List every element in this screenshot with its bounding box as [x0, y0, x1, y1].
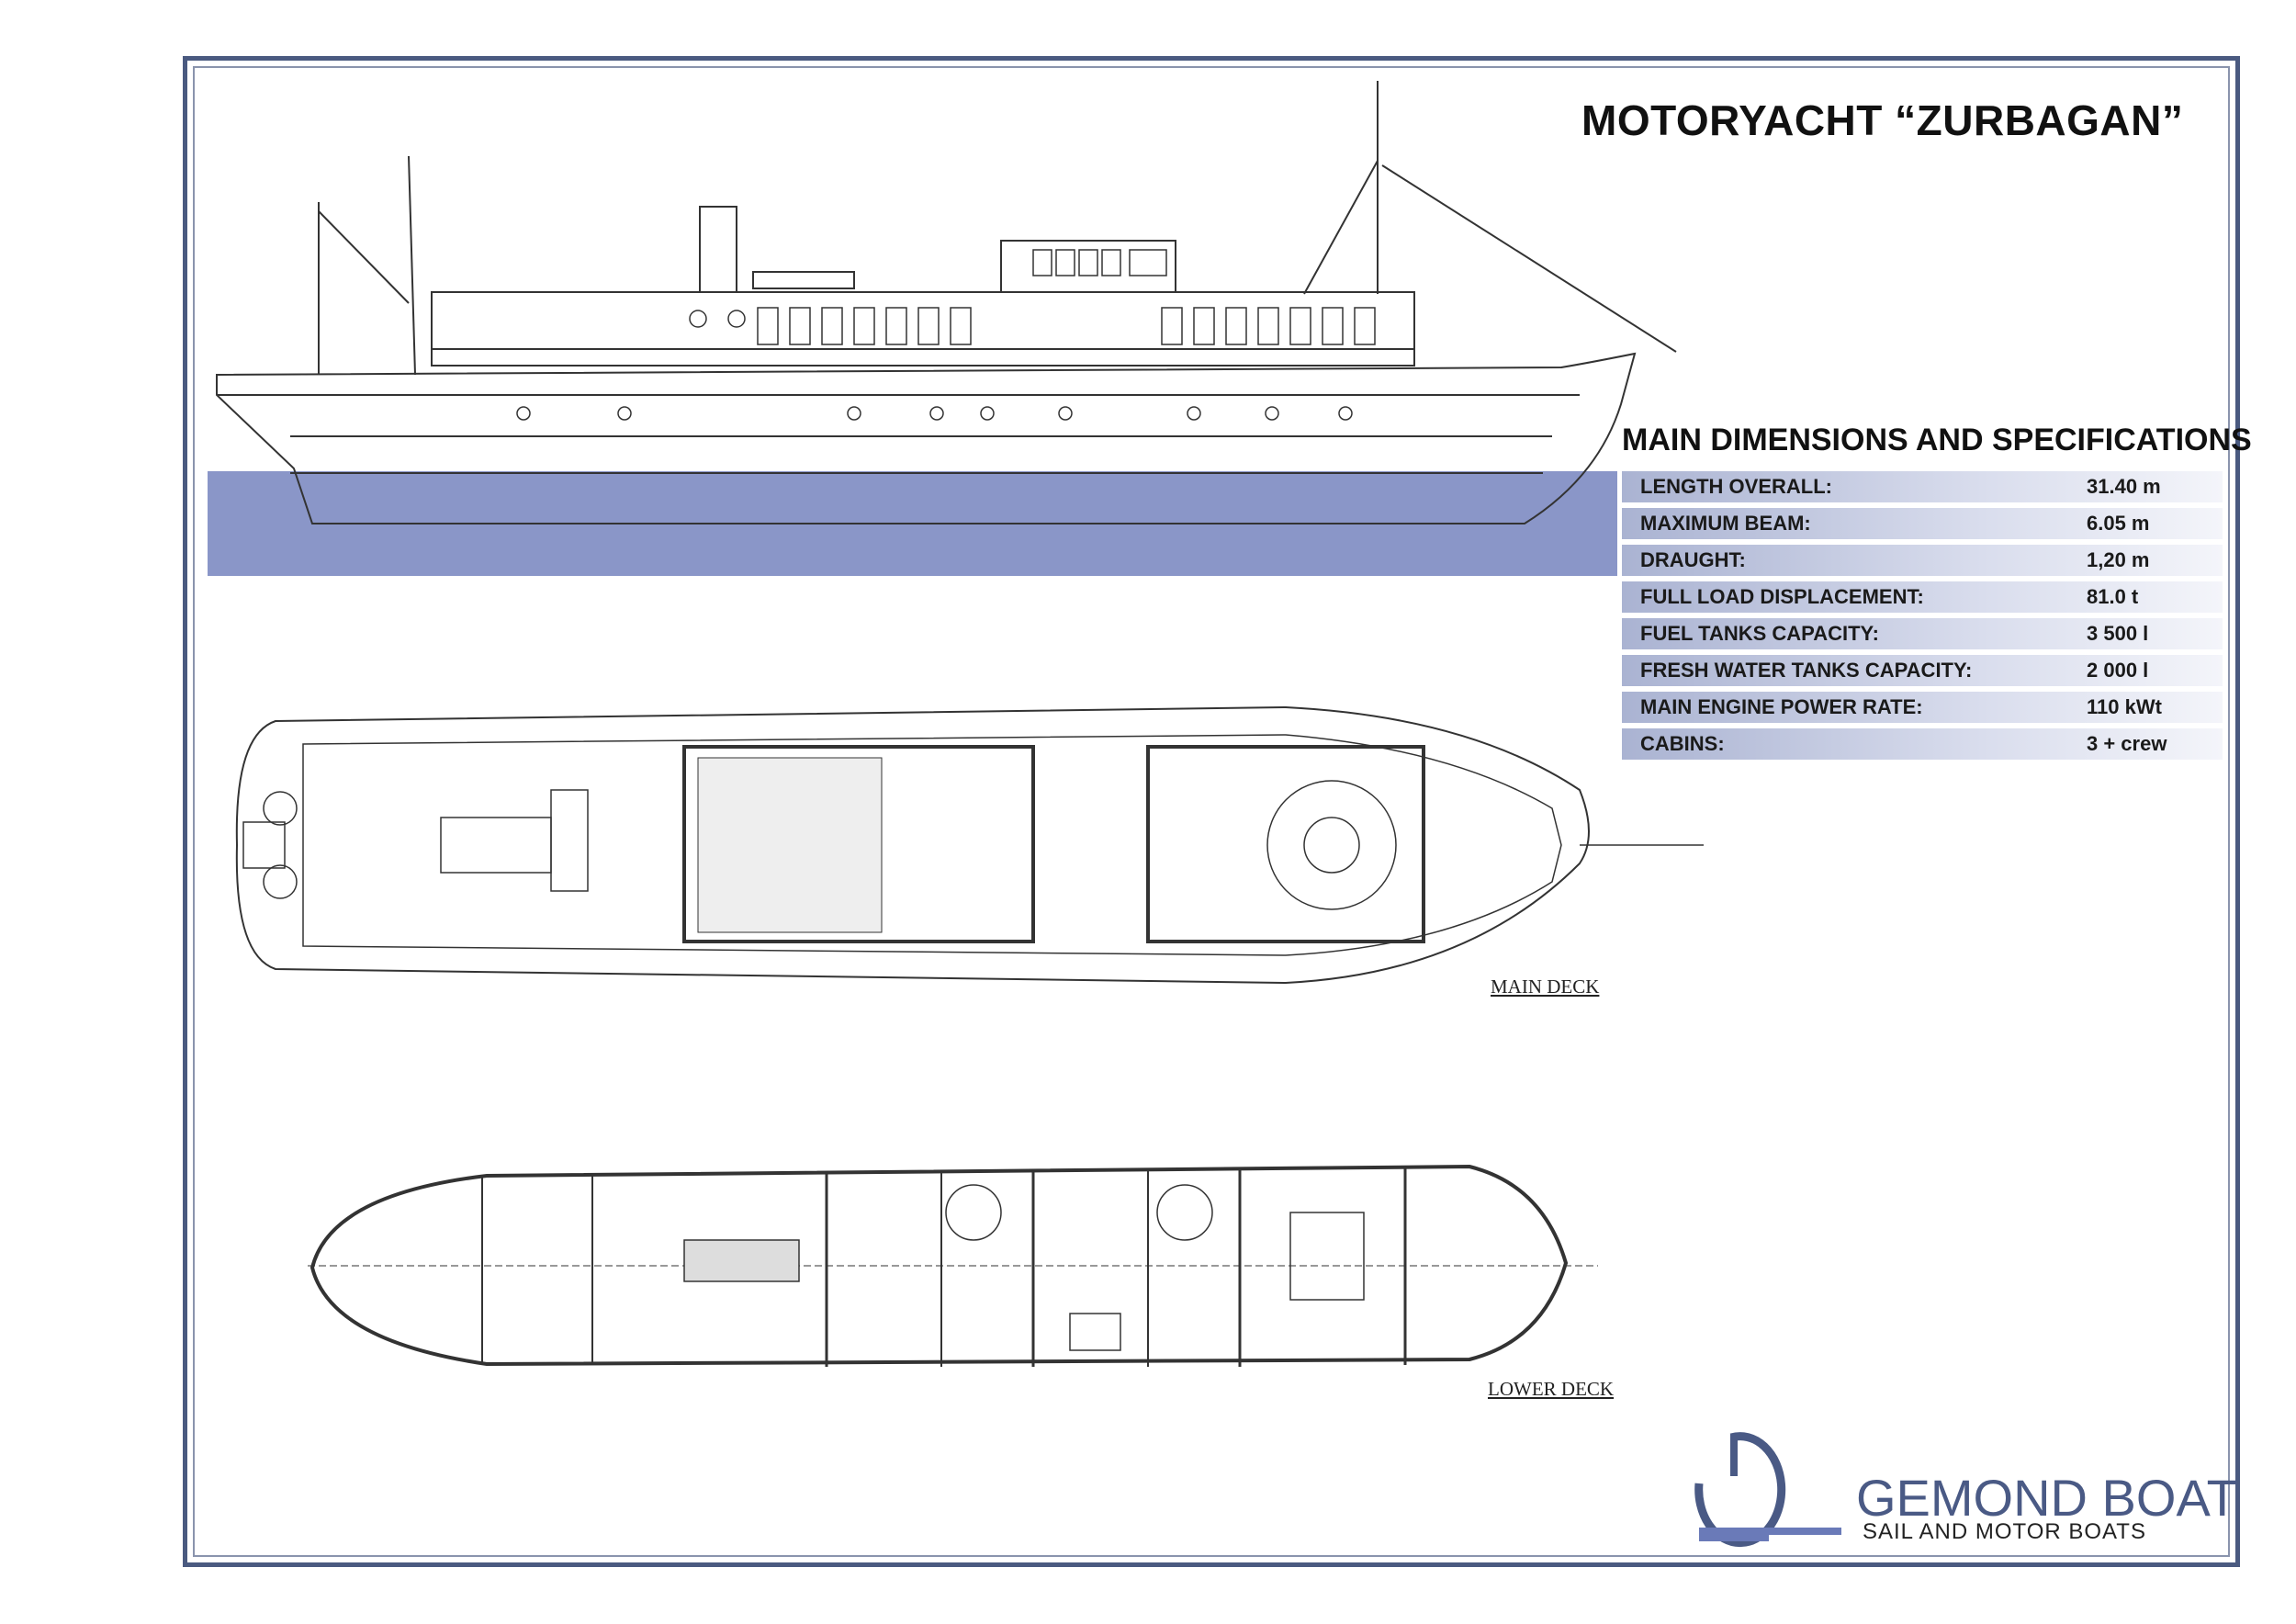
main-deck-plan [235, 705, 1704, 985]
spec-value: 110 kWt [2087, 695, 2162, 718]
spec-row-draught: DRAUGHT: 1,20 m [1622, 545, 2223, 576]
brand-name: GEMOND BOAT [1856, 1469, 2238, 1527]
brand-tagline: SAIL AND MOTOR BOATS [1863, 1519, 2146, 1544]
spec-row-cabins: CABINS: 3 + crew [1622, 728, 2223, 760]
spec-label: DRAUGHT: [1640, 548, 1746, 571]
spec-label: CABINS: [1640, 732, 1725, 755]
spec-label: MAXIMUM BEAM: [1640, 512, 1811, 535]
spec-label: FULL LOAD DISPLACEMENT: [1640, 585, 1924, 608]
spec-value: 2 000 l [2087, 659, 2149, 682]
spec-value: 3 500 l [2087, 622, 2149, 645]
spec-value: 3 + crew [2087, 732, 2167, 755]
main-deck-label: MAIN DECK [1491, 976, 1600, 998]
specifications-heading: MAIN DIMENSIONS AND SPECIFICATIONS [1622, 423, 2252, 457]
spec-value: 6.05 m [2087, 512, 2150, 535]
spec-row-engine-power: MAIN ENGINE POWER RATE: 110 kWt [1622, 692, 2223, 723]
drawing-frame-inner [193, 66, 2230, 1557]
spec-label: FUEL TANKS CAPACITY: [1640, 622, 1879, 645]
lower-deck-label: LOWER DECK [1488, 1378, 1615, 1400]
spec-value: 81.0 t [2087, 585, 2139, 608]
spec-label: FRESH WATER TANKS CAPACITY: [1640, 659, 1973, 682]
spec-value: 1,20 m [2087, 548, 2150, 571]
specifications-table: LENGTH OVERALL: 31.40 m MAXIMUM BEAM: 6.05… [1622, 471, 2223, 765]
spec-row-length-overall: LENGTH OVERALL: 31.40 m [1622, 471, 2223, 502]
spec-label: MAIN ENGINE POWER RATE: [1640, 695, 1923, 718]
page-title: MOTORYACHT “ZURBAGAN” [1581, 96, 2184, 144]
drawing-frame-outer [183, 56, 2240, 1567]
spec-row-displacement: FULL LOAD DISPLACEMENT: 81.0 t [1622, 581, 2223, 613]
side-profile-drawing [208, 81, 1677, 576]
spec-row-maximum-beam: MAXIMUM BEAM: 6.05 m [1622, 508, 2223, 539]
gemond-logo-mark [1694, 1432, 1841, 1548]
spec-value: 31.40 m [2087, 475, 2161, 498]
spec-row-fuel-tanks: FUEL TANKS CAPACITY: 3 500 l [1622, 618, 2223, 649]
spec-label: LENGTH OVERALL: [1640, 475, 1832, 498]
spec-row-fresh-water: FRESH WATER TANKS CAPACITY: 2 000 l [1622, 655, 2223, 686]
lower-deck-plan [308, 1164, 1598, 1367]
